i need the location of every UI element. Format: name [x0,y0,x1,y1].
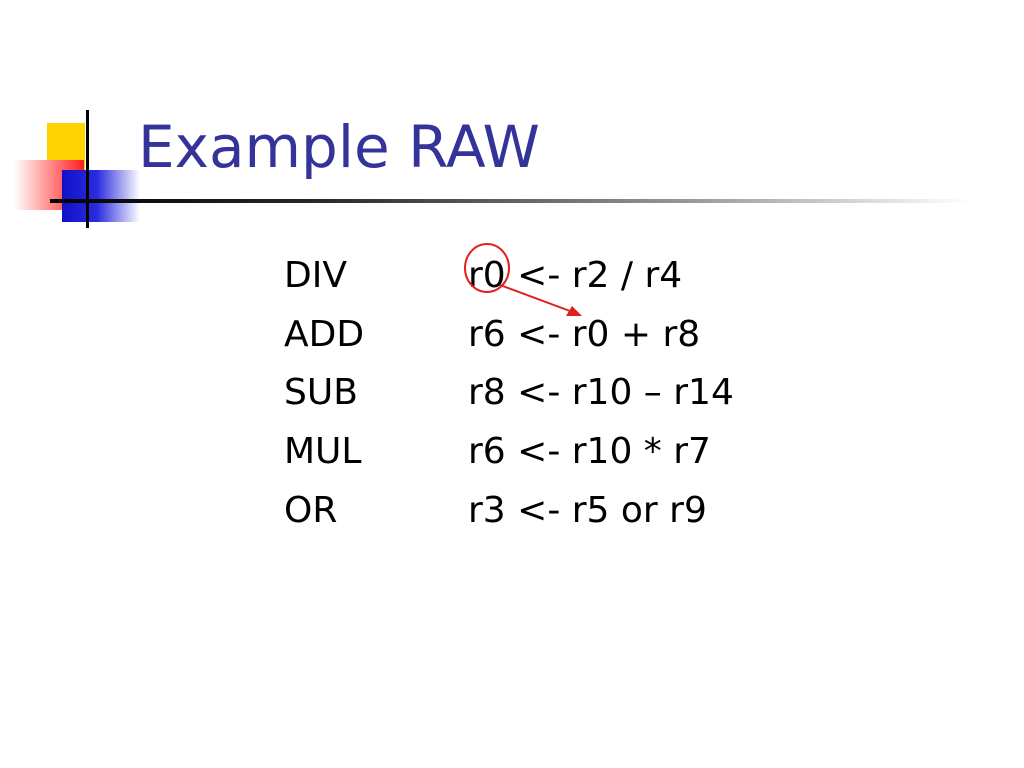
opcode: OR [284,489,338,531]
vertical-rule [86,110,89,228]
instruction-list: DIV r0 <- r2 / r4 ADD r6 <- r0 + r8 SUB … [284,246,734,540]
opcode: SUB [284,372,358,414]
opcode: MUL [284,431,362,473]
opcode: DIV [284,254,347,296]
instruction-row: OR r3 <- r5 or r9 [284,481,734,540]
operation: r6 <- r0 + r8 [468,313,701,355]
operation: r3 <- r5 or r9 [468,489,707,531]
operation: r6 <- r10 * r7 [468,431,711,473]
blue-square [62,170,140,222]
operation: r8 <- r10 – r14 [468,372,734,414]
operation: r0 <- r2 / r4 [468,254,683,296]
instruction-row: SUB r8 <- r10 – r14 [284,364,734,423]
instruction-row: DIV r0 <- r2 / r4 [284,246,734,305]
title-underline [50,199,970,203]
opcode: ADD [284,313,365,355]
instruction-row: ADD r6 <- r0 + r8 [284,305,734,364]
instruction-row: MUL r6 <- r10 * r7 [284,422,734,481]
slide-title: Example RAW [138,113,540,181]
